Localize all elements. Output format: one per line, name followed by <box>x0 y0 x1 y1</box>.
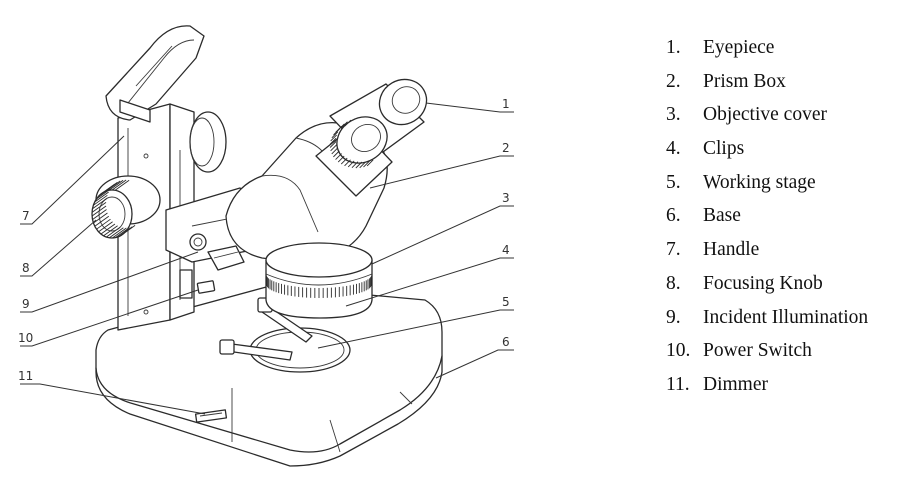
incident-illumination <box>189 233 245 271</box>
legend-item-dimmer: 11.Dimmer <box>666 373 768 395</box>
legend-item-label: Dimmer <box>703 373 768 395</box>
eyepieces <box>315 78 428 197</box>
legend-item-base: 6.Base <box>666 205 741 227</box>
callout-9: 9 <box>22 297 30 311</box>
legend-item-label: Working stage <box>703 171 816 193</box>
legend-item-incident-illumination: 9.Incident Illumination <box>666 306 869 328</box>
stage-clips <box>219 297 313 361</box>
focusing-knob-rear <box>189 111 227 173</box>
callout-5: 5 <box>502 295 510 309</box>
legend-item-focusing-knob: 8.Focusing Knob <box>666 272 823 294</box>
legend-item-label: Incident Illumination <box>703 306 869 328</box>
legend-item-handle: 7.Handle <box>666 239 760 261</box>
carry-handle <box>105 25 205 123</box>
legend-item-working-stage: 5.Working stage <box>666 171 816 193</box>
legend-item-label: Eyepiece <box>703 37 775 58</box>
legend-item-label: Clips <box>703 138 745 160</box>
microscope-line-drawing: 1 2 3 4 5 6 7 8 9 10 11 <box>18 25 514 467</box>
parts-legend: 1.Eyepiece 2.Prism Box 3.Objective cover… <box>666 34 868 405</box>
legend-item-power-switch: 10.Power Switch <box>666 340 812 362</box>
callout-2: 2 <box>502 141 510 155</box>
microscope-base <box>95 285 443 467</box>
callout-10: 10 <box>18 331 33 345</box>
callout-4: 4 <box>502 243 510 257</box>
legend-item-label: Power Switch <box>703 340 812 362</box>
leader-lines <box>20 102 514 415</box>
focusing-knob <box>91 175 161 239</box>
legend-item-eyepiece: 1.Eyepiece <box>666 37 775 58</box>
legend-item-prism-box: 2.Prism Box <box>666 70 786 92</box>
legend-item-objective-cover: 3.Objective cover <box>666 104 827 126</box>
callout-3: 3 <box>502 191 510 205</box>
callout-7: 7 <box>22 209 30 223</box>
callout-1: 1 <box>502 97 510 111</box>
callout-11: 11 <box>18 369 33 383</box>
legend-item-label: Base <box>703 205 741 227</box>
legend-item-clips: 4.Clips <box>666 138 745 160</box>
legend-item-label: Handle <box>703 239 760 261</box>
legend-item-label: Prism Box <box>703 70 786 92</box>
callout-6: 6 <box>502 335 510 349</box>
callout-numbers: 1 2 3 4 5 6 7 8 9 10 11 <box>18 97 510 383</box>
callout-8: 8 <box>22 261 30 275</box>
legend-item-label: Objective cover <box>703 104 827 126</box>
objective-cover <box>265 242 373 319</box>
power-switch <box>179 269 216 299</box>
legend-item-label: Focusing Knob <box>703 272 823 294</box>
